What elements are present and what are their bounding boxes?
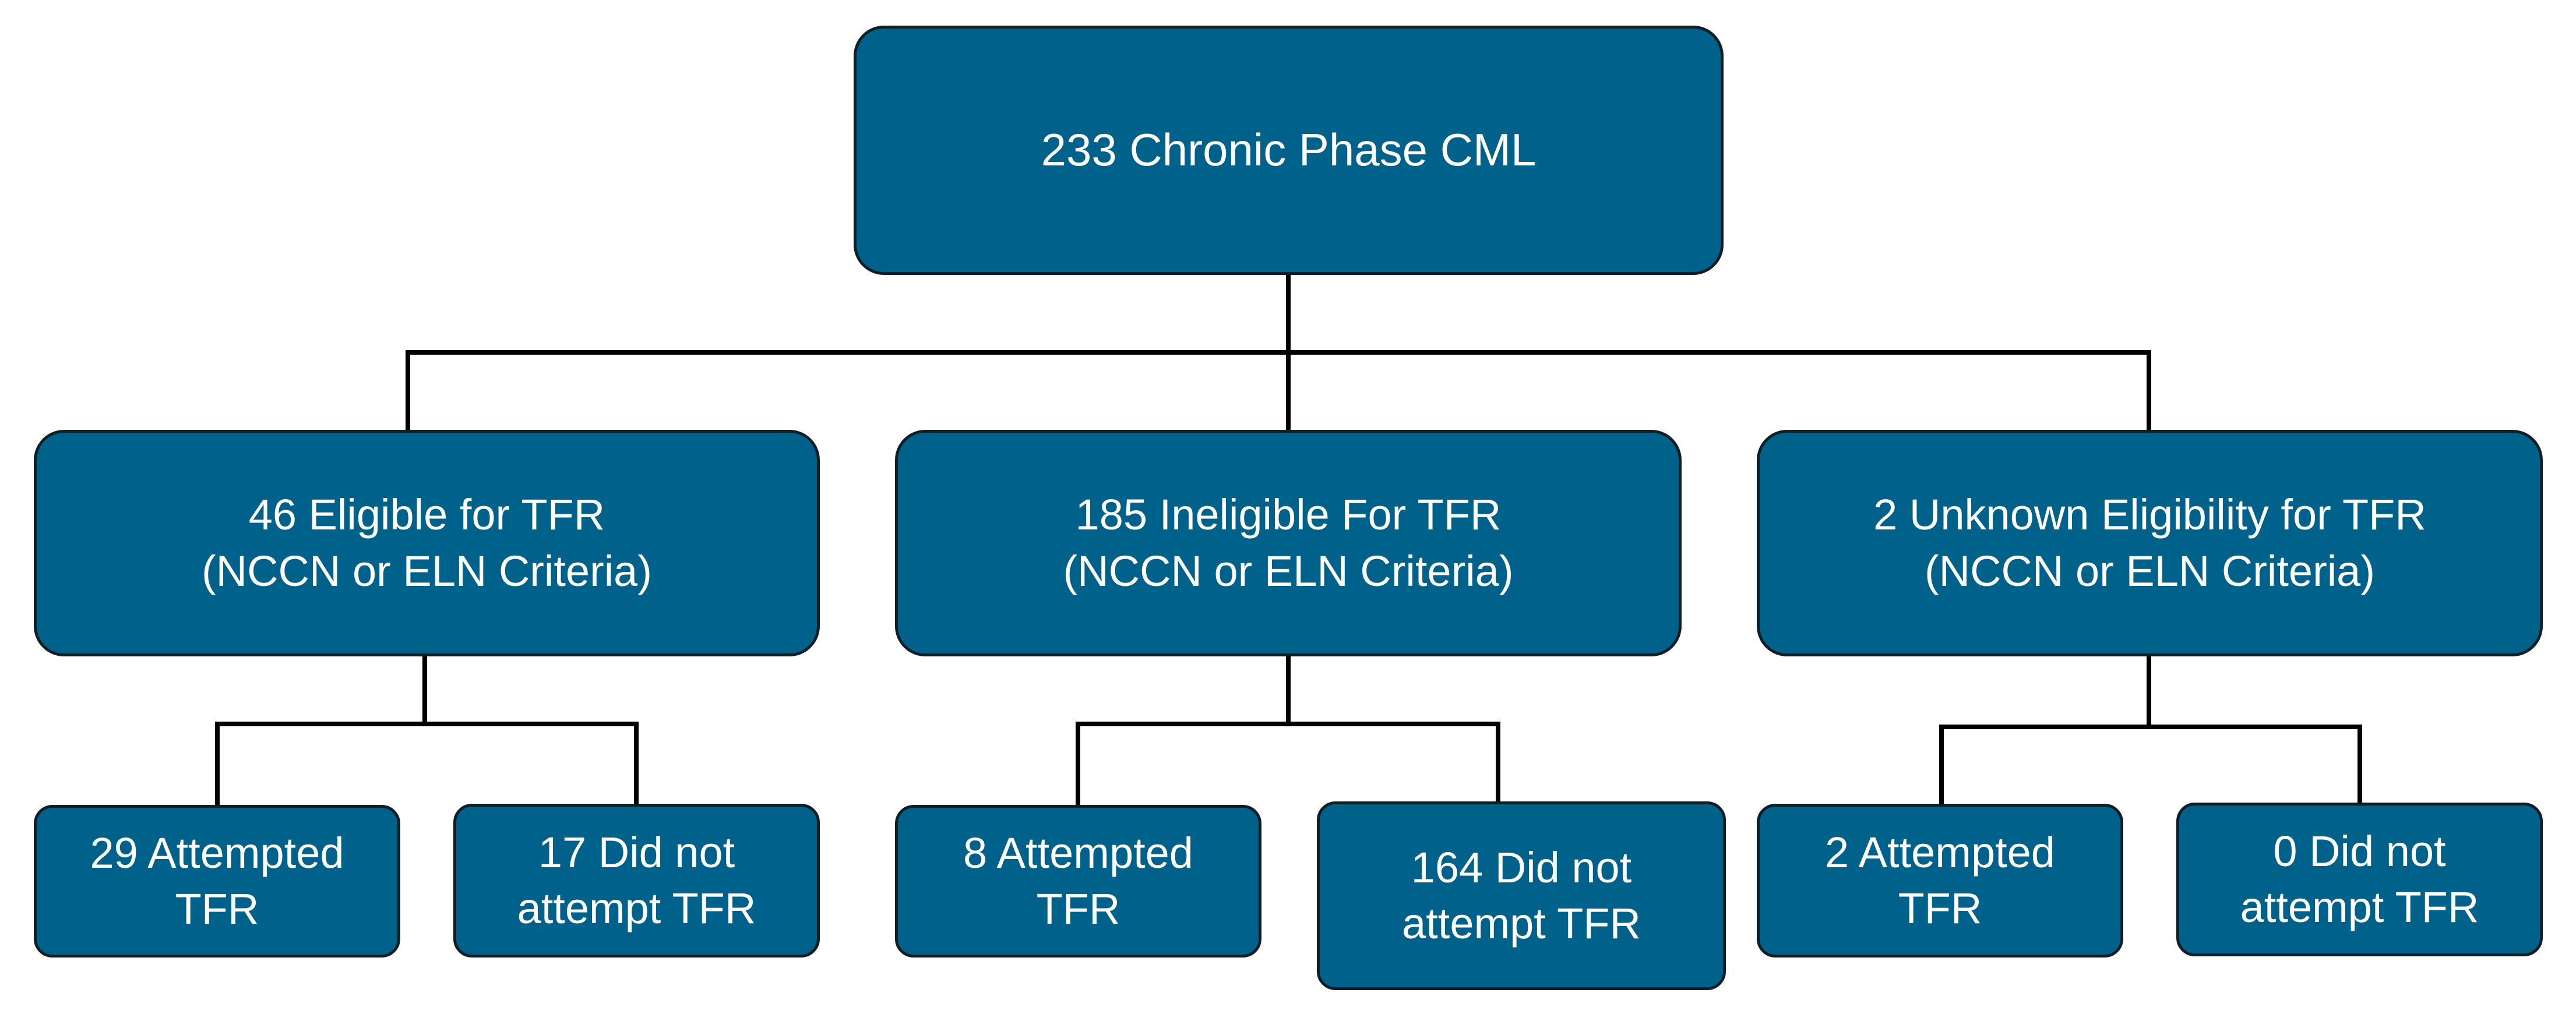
- eligible-not-attempted-line1: 17 Did not: [538, 828, 735, 877]
- ineligible-not-attempted-line1: 164 Did not: [1411, 843, 1632, 892]
- ineligible-attempted-node: 8 Attempted TFR: [895, 805, 1261, 958]
- ineligible-node-line1: 185 Ineligible For TFR: [1075, 490, 1502, 539]
- ineligible-attempted-line1: 8 Attempted: [963, 828, 1193, 877]
- connector-group-3-to-leaves: [1939, 652, 2362, 808]
- eligible-not-attempted-line2: attempt TFR: [517, 884, 756, 932]
- unknown-eligibility-node-line2: (NCCN or ELN Criteria): [1925, 546, 2375, 595]
- unknown-eligibility-node-line1: 2 Unknown Eligibility for TFR: [1873, 490, 2426, 539]
- unknown-not-attempted-line2: attempt TFR: [2240, 883, 2479, 931]
- eligible-node-line2: (NCCN or ELN Criteria): [202, 546, 652, 595]
- unknown-not-attempted-node: 0 Did not attempt TFR: [2176, 803, 2543, 956]
- eligible-attempted-node: 29 Attempted TFR: [34, 805, 400, 958]
- ineligible-attempted-line2: TFR: [1036, 885, 1120, 933]
- unknown-attempted-line1: 2 Attempted: [1825, 828, 2055, 877]
- eligible-attempted-line2: TFR: [175, 885, 259, 933]
- connector-group-1-to-leaves: [215, 652, 639, 808]
- eligible-node: 46 Eligible for TFR (NCCN or ELN Criteri…: [34, 430, 820, 656]
- eligible-not-attempted-node: 17 Did not attempt TFR: [453, 804, 820, 958]
- ineligible-node: 185 Ineligible For TFR (NCCN or ELN Crit…: [895, 430, 1682, 656]
- connector-group-2-to-leaves: [1076, 652, 1500, 808]
- ineligible-node-line2: (NCCN or ELN Criteria): [1063, 546, 1514, 595]
- unknown-not-attempted-line1: 0 Did not: [2273, 826, 2446, 875]
- eligible-node-line1: 46 Eligible for TFR: [248, 490, 605, 539]
- ineligible-not-attempted-line2: attempt TFR: [1402, 899, 1641, 948]
- unknown-attempted-line2: TFR: [1898, 884, 1982, 932]
- root-node-label: 233 Chronic Phase CML: [1041, 124, 1537, 176]
- eligible-attempted-line1: 29 Attempted: [90, 828, 344, 877]
- ineligible-not-attempted-node: 164 Did not attempt TFR: [1317, 801, 1726, 990]
- connector-root-to-tier: [406, 271, 2151, 433]
- unknown-eligibility-node: 2 Unknown Eligibility for TFR (NCCN or E…: [1757, 430, 2543, 656]
- unknown-attempted-node: 2 Attempted TFR: [1757, 804, 2123, 958]
- root-node: 233 Chronic Phase CML: [854, 26, 1724, 275]
